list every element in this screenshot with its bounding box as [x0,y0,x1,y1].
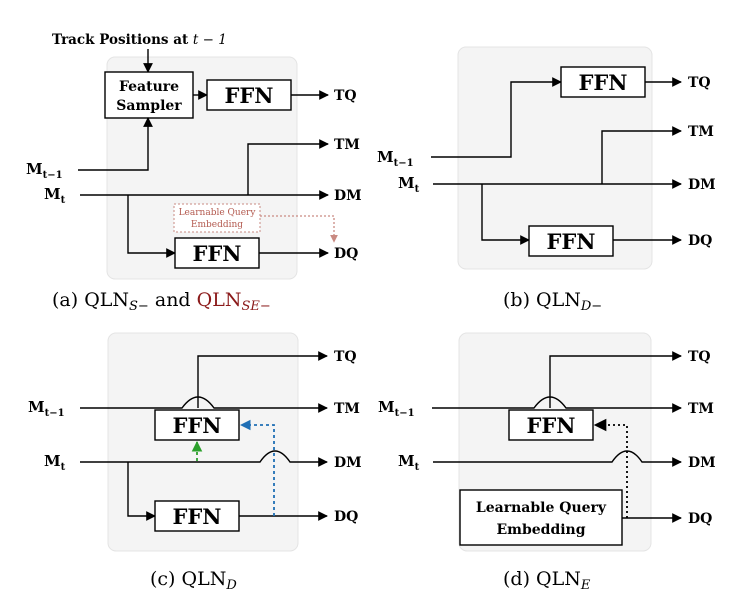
tq-label-d: TQ [688,349,711,365]
tq-label-c: TQ [334,349,357,365]
ffn-bottom-label-b: FFN [546,229,595,254]
to-ffn-bottom-a [127,195,176,258]
tq-label-a: TQ [334,88,357,104]
blue-dotted-arrow-c [239,419,275,516]
ffn-bottom-label-c: FFN [172,504,221,529]
m-prev-path-b [431,77,562,158]
lqe-box-d [459,489,623,546]
caption-c: (c) QLND [150,568,237,593]
m-prev-label-b: Mt−1 [377,148,414,169]
feature-sampler-box [104,71,194,119]
to-ffn-bottom-b [481,184,530,245]
caption-b: (b) QLND− [503,289,602,314]
ffn-bottom-box-a [174,237,260,269]
tm-label-b: TM [688,124,714,140]
ffn-bottom-label-a: FFN [192,241,241,266]
dq-label-c: DQ [334,509,358,525]
panel-b-background [457,46,653,270]
tq-label-b: TQ [688,75,711,91]
m-prev-label-d: Mt−1 [378,398,415,419]
dm-label-a: DM [334,188,362,204]
dq-label-d: DQ [688,511,712,527]
dm-label-d: DM [688,455,716,471]
panel-c: Mt−1 TM TQ FFN Mt DM FFN DQ (c) QLND [28,332,362,593]
m-cur-label-d: Mt [398,452,420,473]
dq-label-b: DQ [688,233,712,249]
m-prev-label-c: Mt−1 [28,398,65,419]
tm-path-a [247,139,329,195]
ffn-top-label-c: FFN [172,413,221,438]
caption-a: (a) QLNS− and QLNSE− [52,289,271,314]
lqe-line2-d: Embedding [496,522,585,538]
ffn-top-box-c [154,409,240,441]
dm-label-c: DM [334,455,362,471]
caption-d: (d) QLNE [503,568,591,593]
lqe-line1-d: Learnable Query [476,500,607,516]
black-dotted-arrow-d [593,418,628,518]
dq-label-a: DQ [334,246,358,262]
panel-d: Mt−1 TM TQ FFN Mt DM Learnable Query Emb… [378,332,716,593]
ffn-top-box-b [560,66,646,98]
panel-a: Track Positions at t − 1 Feature Sampler… [26,32,362,314]
tm-label-d: TM [688,401,714,417]
lqe-small-line2: Embedding [191,220,243,230]
tq-path-c [197,351,328,408]
ffn-top-box-d [508,409,594,441]
m-cur-label-b: Mt [398,174,420,195]
m-prev-label-a: Mt−1 [26,160,63,181]
tm-label-c: TM [334,401,360,417]
dm-label-b: DM [688,177,716,193]
feature-sampler-line1: Feature [119,79,179,95]
m-cur-label-a: Mt [44,185,66,206]
lqe-small-line1: Learnable Query [179,208,257,218]
tq-path-d [549,351,682,408]
track-positions-label: Track Positions at t − 1 [52,32,227,48]
ffn-bottom-box-b [528,225,614,257]
feature-sampler-line2: Sampler [116,98,182,114]
dm-line-c [80,450,328,467]
m-cur-label-c: Mt [44,452,66,473]
tm-path-b [601,126,682,184]
to-ffn-bottom-c [127,462,156,521]
panel-b: Mt−1 FFN TQ Mt DM TM FFN DQ (b) QLND− [377,46,716,314]
lqe-small-box-a [173,203,261,233]
m-prev-path-a [78,117,153,171]
ffn-top-label-a: FFN [224,83,273,108]
tm-label-a: TM [334,137,360,153]
panel-c-background [107,332,299,552]
ffn-top-label-b: FFN [578,70,627,95]
lqe-dotted-arrow-a [260,215,338,243]
ffn-top-label-d: FFN [526,413,575,438]
